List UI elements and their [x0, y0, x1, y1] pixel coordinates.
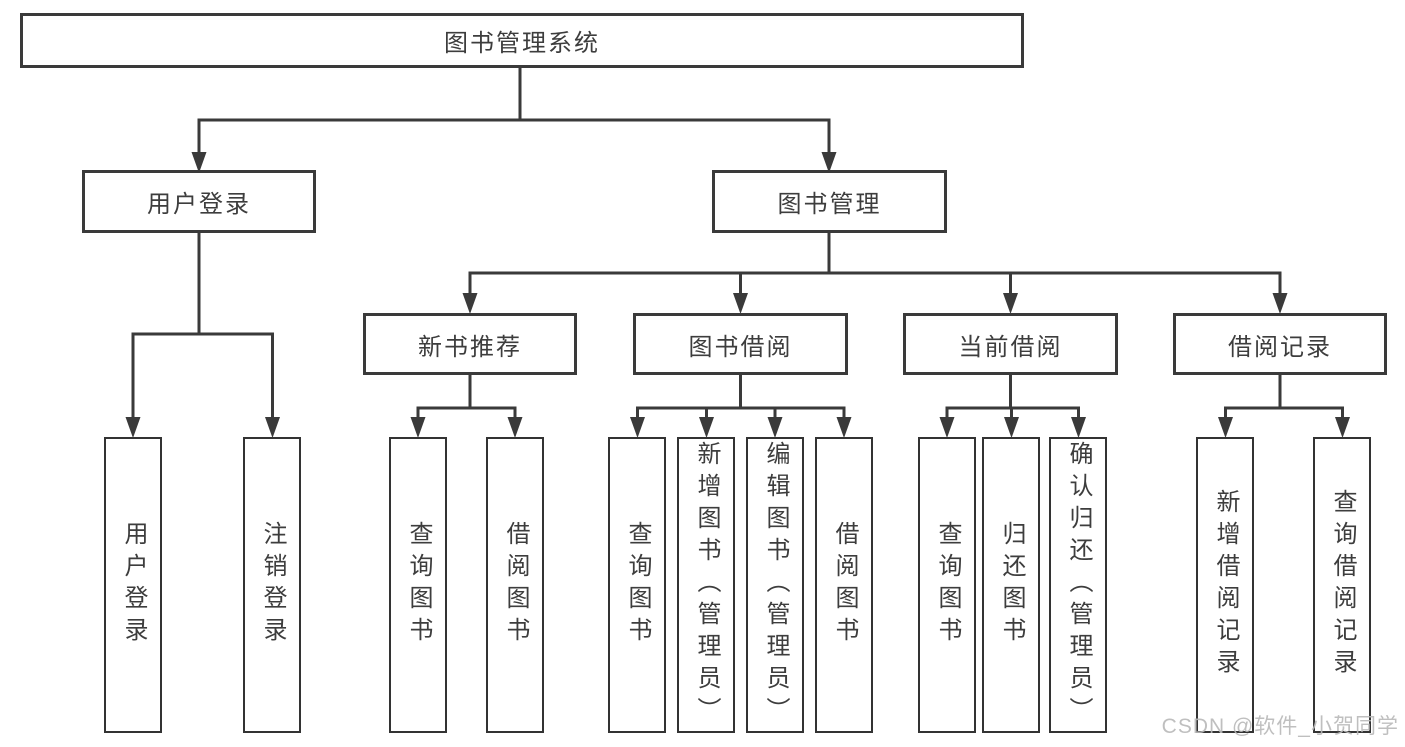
node-root: 图书管理系统	[20, 13, 1024, 68]
leaf-borrow-books-1: 借阅图书	[486, 437, 544, 733]
leaf-borrow-books-1-label: 借阅图书	[502, 521, 529, 649]
node-current-borrow-label: 当前借阅	[958, 333, 1063, 361]
leaf-query-books-1: 查询图书	[389, 437, 447, 733]
node-current-borrow: 当前借阅	[903, 313, 1118, 375]
node-user-login: 用户登录	[82, 170, 316, 233]
leaf-logout: 注销登录	[243, 437, 301, 733]
leaf-query-borrow-record: 查询借阅记录	[1313, 437, 1371, 733]
leaf-confirm-return-admin: 确认归还（管理员）	[1049, 437, 1107, 733]
leaf-logout-label: 注销登录	[259, 521, 286, 649]
node-root-label: 图书管理系统	[444, 30, 600, 57]
leaf-confirm-return-admin-label: 确认归还（管理员）	[1065, 441, 1092, 729]
leaf-edit-books-admin: 编辑图书（管理员）	[746, 437, 804, 733]
leaf-edit-books-admin-label: 编辑图书（管理员）	[762, 441, 789, 729]
leaf-borrow-books-2-label: 借阅图书	[831, 521, 858, 649]
leaf-add-books-admin: 新增图书（管理员）	[677, 437, 735, 733]
node-new-book-recommend-label: 新书推荐	[418, 333, 522, 361]
leaf-borrow-books-2: 借阅图书	[815, 437, 873, 733]
leaf-add-books-admin-label: 新增图书（管理员）	[693, 441, 720, 729]
node-book-borrow-label: 图书借阅	[688, 333, 793, 361]
csdn-watermark: CSDN @软件_小贺同学	[1161, 715, 1399, 738]
leaf-return-books: 归还图书	[982, 437, 1040, 733]
leaf-query-books-2: 查询图书	[608, 437, 666, 733]
node-book-management: 图书管理	[712, 170, 947, 233]
leaf-query-books-1-label: 查询图书	[405, 521, 432, 649]
leaf-query-books-3: 查询图书	[918, 437, 976, 733]
leaf-query-books-2-label: 查询图书	[624, 521, 651, 649]
node-new-book-recommend: 新书推荐	[363, 313, 577, 375]
leaf-query-books-3-label: 查询图书	[934, 521, 961, 649]
node-user-login-label: 用户登录	[147, 191, 251, 218]
leaf-add-borrow-record-label: 新增借阅记录	[1212, 489, 1239, 681]
leaf-return-books-label: 归还图书	[998, 521, 1025, 649]
leaf-add-borrow-record: 新增借阅记录	[1196, 437, 1254, 733]
leaf-query-borrow-record-label: 查询借阅记录	[1329, 489, 1356, 681]
leaf-user-login: 用户登录	[104, 437, 162, 733]
node-borrow-records: 借阅记录	[1173, 313, 1387, 375]
node-book-borrow: 图书借阅	[633, 313, 848, 375]
node-book-management-label: 图书管理	[777, 191, 882, 218]
leaf-user-login-label: 用户登录	[120, 521, 147, 649]
node-borrow-records-label: 借阅记录	[1228, 333, 1332, 361]
